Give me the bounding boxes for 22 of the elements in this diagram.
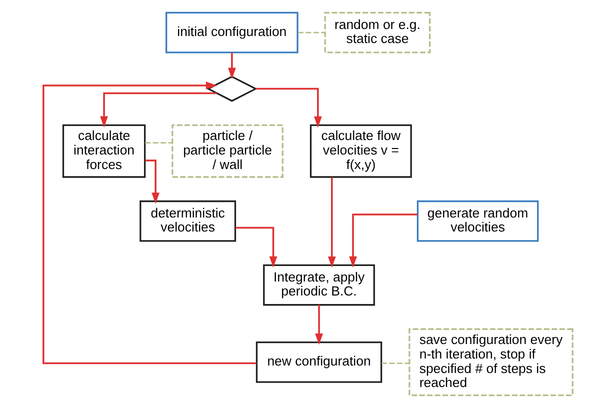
- arrow: [42, 82, 256, 364]
- connector: [144, 142, 172, 144]
- arrow: [255, 88, 322, 128]
- arrow: [235, 226, 277, 268]
- node-box: deterministic velocities: [139, 200, 236, 242]
- connector: [297, 32, 324, 34]
- node-box: initial configuration: [165, 12, 298, 54]
- arrow: [348, 214, 418, 268]
- node-box: new configuration: [255, 342, 382, 383]
- node-box: particle / particle particle / wall: [171, 124, 283, 178]
- node-box: random or e.g. static case: [324, 12, 430, 54]
- arrow: [314, 304, 322, 345]
- node-box: save configuration every n-th iteration, stop if specified # of steps is reached: [408, 328, 573, 396]
- node-box: generate random velocities: [416, 200, 538, 242]
- connector: [381, 362, 409, 364]
- arrow: [144, 160, 160, 204]
- node-box: Integrate, apply periodic B.C.: [262, 264, 374, 306]
- node-box: calculate flow velocities v = f(x,y): [309, 124, 412, 178]
- arrow: [327, 177, 336, 268]
- arrow: [227, 52, 236, 80]
- arrow: [100, 92, 216, 128]
- node-box: calculate interaction forces: [62, 124, 146, 178]
